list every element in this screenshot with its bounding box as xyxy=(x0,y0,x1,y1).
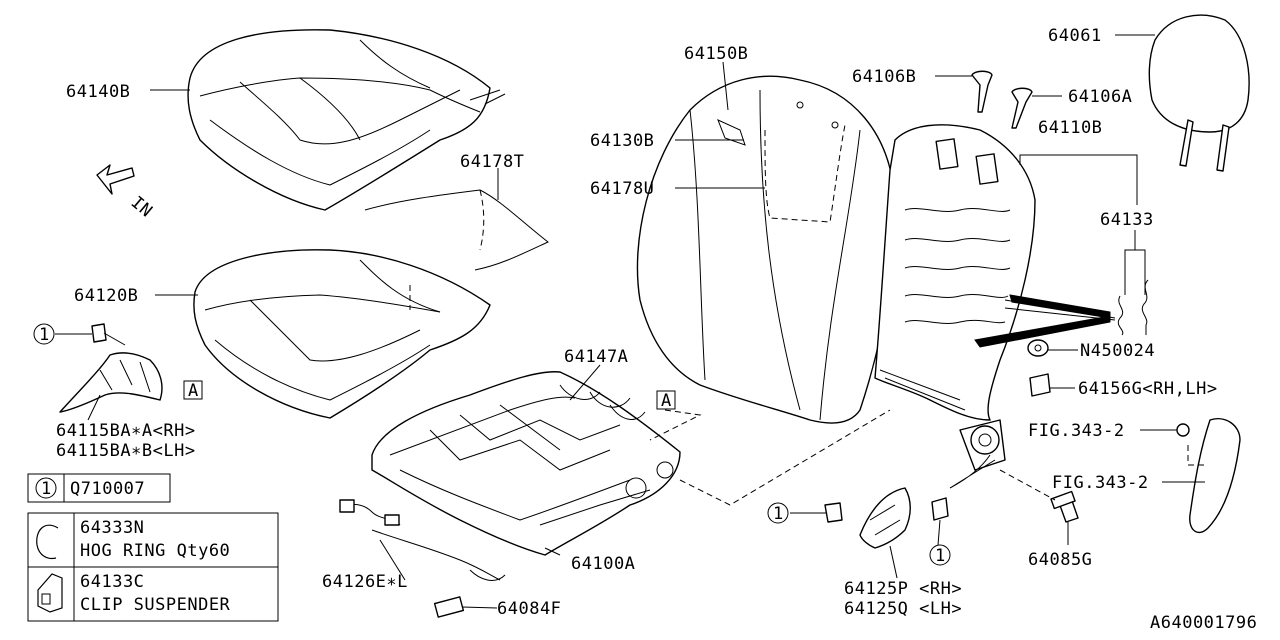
label-64106A: 64106A xyxy=(1068,87,1132,107)
ref-box-a-left: A xyxy=(183,380,203,401)
legend-callout-table: 1 Q710007 xyxy=(27,473,171,503)
label-64147A: 64147A xyxy=(564,347,628,367)
label-64125P: 64125P <RH> xyxy=(844,579,962,599)
ref-line-bolt xyxy=(999,469,1056,501)
svg-text:1: 1 xyxy=(935,546,946,566)
label-64156G: 64156G<RH,LH> xyxy=(1078,379,1218,399)
label-64106B: 64106B xyxy=(852,67,916,87)
label-64115BA-B: 64115BA∗B<LH> xyxy=(56,441,196,461)
label-64120B: 64120B xyxy=(74,286,138,306)
bolt-64085G xyxy=(1050,490,1079,523)
label-fig-343-2-top: FIG.343-2 xyxy=(1028,421,1125,441)
seat-back-pad-64150B xyxy=(636,75,896,424)
seat-back-frame-64110B xyxy=(874,124,1116,489)
headrest-64061 xyxy=(1148,14,1250,172)
clip-64156G xyxy=(1029,373,1051,397)
pin-left xyxy=(91,323,126,346)
label-64178U: 64178U xyxy=(590,179,654,199)
label-64150B: 64150B xyxy=(684,44,748,64)
seat-cushion-64120B xyxy=(193,249,491,419)
legend-clip-desc: CLIP SUSPENDER xyxy=(80,595,231,615)
springs-64133 xyxy=(1117,255,1149,336)
svg-text:A: A xyxy=(188,381,199,401)
leader-lines xyxy=(55,34,1205,609)
label-64126E: 64126E∗L xyxy=(322,572,408,592)
label-64084F: 64084F xyxy=(497,599,561,619)
svg-text:1: 1 xyxy=(39,325,50,345)
legend-parts-table: 64333N HOG RING Qty60 64133C CLIP SUSPEN… xyxy=(27,512,279,622)
legend-clip-number: 64133C xyxy=(80,572,144,592)
label-64110B: 64110B xyxy=(1038,118,1102,138)
svg-text:1: 1 xyxy=(773,504,784,524)
cover-64125 xyxy=(824,487,949,549)
label-64178T: 64178T xyxy=(460,152,524,172)
callout-marker-left: 1 xyxy=(33,323,55,345)
cover-64115BA xyxy=(59,352,163,413)
direction-arrow xyxy=(96,164,135,195)
nut-N450024 xyxy=(1027,339,1049,357)
guides-64106 xyxy=(971,70,1033,129)
label-fig-343-2-bottom: FIG.343-2 xyxy=(1052,473,1149,493)
label-64100A: 64100A xyxy=(571,554,635,574)
label-64133: 64133 xyxy=(1100,210,1154,230)
seat-frame-64100A xyxy=(371,371,681,556)
side-trim xyxy=(1176,418,1241,533)
label-64125Q: 64125Q <LH> xyxy=(844,599,962,619)
label-64140B: 64140B xyxy=(66,82,130,102)
label-direction-in: IN xyxy=(127,193,156,222)
label-64115BA-A: 64115BA∗A<RH> xyxy=(56,421,196,441)
diagram-id: A640001796 xyxy=(1150,613,1257,633)
legend-hog-ring-number: 64333N xyxy=(80,518,144,538)
label-64085G: 64085G xyxy=(1028,550,1092,570)
ref-line-frame xyxy=(679,409,891,506)
label-N450024: N450024 xyxy=(1080,341,1155,361)
ref-box-a-right: A xyxy=(656,390,676,411)
label-64130B: 64130B xyxy=(590,131,654,151)
legend-callout-part: Q710007 xyxy=(70,479,145,499)
hog-ring-icon xyxy=(36,524,59,560)
callout-marker-cover-left: 1 xyxy=(767,502,789,524)
ref-line-a xyxy=(649,409,702,441)
label-64061: 64061 xyxy=(1048,26,1102,46)
legend-hog-ring-desc: HOG RING Qty60 xyxy=(80,541,230,561)
callout-marker-cover-right: 1 xyxy=(929,544,951,566)
svg-text:A: A xyxy=(661,391,672,411)
svg-text:1: 1 xyxy=(41,479,52,499)
heater-wire-64178T xyxy=(364,189,549,310)
seat-cushion-pad-64140B xyxy=(187,29,506,211)
harness-64126E xyxy=(339,499,506,618)
